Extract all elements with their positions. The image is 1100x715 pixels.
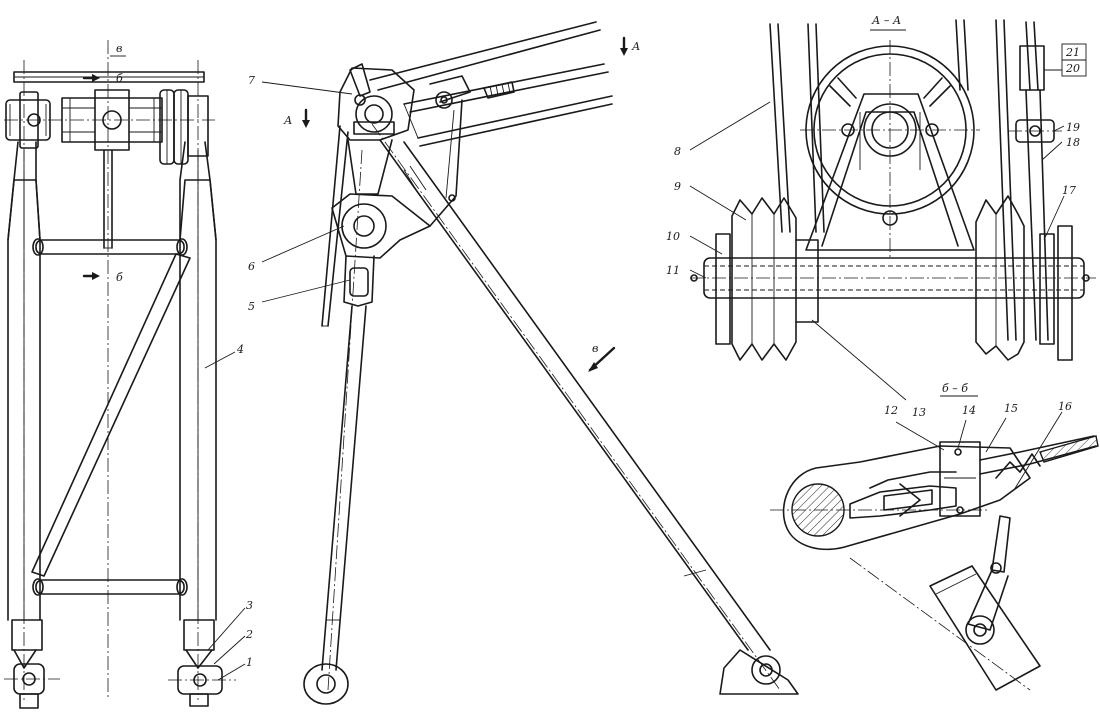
callout-8: 8 xyxy=(674,145,681,158)
left-foot xyxy=(11,619,43,651)
leader-6 xyxy=(261,225,345,263)
sleeve-20-21 xyxy=(1019,45,1045,91)
sheave-support xyxy=(805,93,975,251)
right-hub xyxy=(1039,233,1055,345)
head-sheave xyxy=(355,95,393,133)
left-leg-outer xyxy=(7,141,19,621)
vertical-rod-left xyxy=(321,305,353,671)
pivot-bracket xyxy=(331,193,431,259)
leader-13 xyxy=(811,319,907,401)
view-b-front-frame xyxy=(4,40,236,709)
pivot-ring xyxy=(341,203,387,249)
right-leg-outer xyxy=(179,141,186,621)
cut-label-b-top: б xyxy=(116,72,123,85)
rope-aa-5 xyxy=(1025,21,1031,91)
left-hub xyxy=(715,233,731,345)
leader-1 xyxy=(217,663,246,681)
rope-upper-1 xyxy=(369,21,597,81)
leader-11 xyxy=(689,269,707,279)
section-aa xyxy=(690,19,1096,361)
leader-18 xyxy=(1041,141,1063,161)
callout-16: 16 xyxy=(1058,400,1072,413)
rod-18 xyxy=(1025,89,1037,341)
head-latch xyxy=(349,63,371,97)
callout-4: 4 xyxy=(236,343,244,356)
diagonal-brace xyxy=(31,253,191,577)
central-drum xyxy=(61,97,163,143)
leader-15 xyxy=(985,417,1007,453)
callout-2: 2 xyxy=(245,628,253,641)
callout-13: 13 xyxy=(912,406,926,419)
callout-10: 10 xyxy=(666,230,680,243)
boom-leg-upper xyxy=(379,139,749,651)
leader-7 xyxy=(261,81,353,95)
inclined-plate xyxy=(929,565,1041,691)
leader-8 xyxy=(689,101,771,151)
callout-15: 15 xyxy=(1004,402,1018,415)
callout-14: 14 xyxy=(962,404,976,417)
callout-17: 17 xyxy=(1062,184,1076,197)
rope-upper-3 xyxy=(417,95,613,139)
link-eye xyxy=(965,615,995,645)
left-pulley-group xyxy=(731,197,797,361)
cut-label-a-right: А xyxy=(631,40,640,53)
section-bb xyxy=(770,435,1099,691)
callout-6: 6 xyxy=(248,260,255,273)
rope-aa-4 xyxy=(995,19,1009,341)
callout-19: 19 xyxy=(1066,121,1080,134)
rod-16 xyxy=(979,435,1095,461)
left-pulley-block xyxy=(5,99,51,141)
side-view-boom xyxy=(303,21,799,705)
callout-21: 21 xyxy=(1065,46,1080,59)
lever-body xyxy=(782,445,1031,551)
leader-3 xyxy=(207,607,246,651)
right-leg-inner xyxy=(204,141,217,621)
callout-12: 12 xyxy=(884,404,898,417)
section-label-aa: А – А xyxy=(871,14,901,27)
callout-18: 18 xyxy=(1066,136,1080,149)
leader-16 xyxy=(1013,411,1063,491)
rope-aa-3 xyxy=(955,19,961,91)
boom-leg-lower xyxy=(403,141,771,651)
rope-aa-1 xyxy=(769,23,783,233)
callout-1: 1 xyxy=(246,656,253,669)
leader-12 xyxy=(895,421,945,451)
leader-19 xyxy=(1053,125,1065,132)
leader-5 xyxy=(261,279,351,303)
leader-10 xyxy=(689,235,723,255)
leader-9 xyxy=(689,185,747,221)
leader-4 xyxy=(204,351,236,369)
lower-cross-tube xyxy=(35,579,185,595)
callout-3: 3 xyxy=(246,599,253,612)
leader-2 xyxy=(213,635,246,665)
clevis xyxy=(343,255,375,307)
upper-cross-tube xyxy=(35,239,185,255)
spring-tensioner xyxy=(483,81,515,99)
view-label-b-top: в xyxy=(116,42,122,55)
leader-17 xyxy=(1043,195,1065,241)
view-label-b-arrow: в xyxy=(592,342,598,355)
bottom-eye xyxy=(303,663,349,705)
internal-slot xyxy=(849,485,957,519)
leader-14 xyxy=(957,419,967,449)
link-arm xyxy=(991,515,1011,573)
rope-aa-2 xyxy=(807,23,817,233)
tensioner-pulley xyxy=(435,91,453,109)
hanging-chain-outer xyxy=(321,125,341,327)
right-foot xyxy=(183,619,215,651)
callout-20: 20 xyxy=(1065,62,1080,75)
vertical-rod-right xyxy=(335,305,367,671)
callout-9: 9 xyxy=(674,180,681,193)
callout-7: 7 xyxy=(248,74,255,87)
callout-11: 11 xyxy=(666,264,680,277)
callout-5: 5 xyxy=(248,300,255,313)
boom-foot xyxy=(719,649,799,695)
section-label-bb: б – б xyxy=(942,382,968,395)
cut-label-b-bottom: б xyxy=(116,271,123,284)
cut-label-a-left: А xyxy=(283,114,292,127)
boom-foot-pin xyxy=(751,655,781,685)
side-brace xyxy=(429,99,463,227)
